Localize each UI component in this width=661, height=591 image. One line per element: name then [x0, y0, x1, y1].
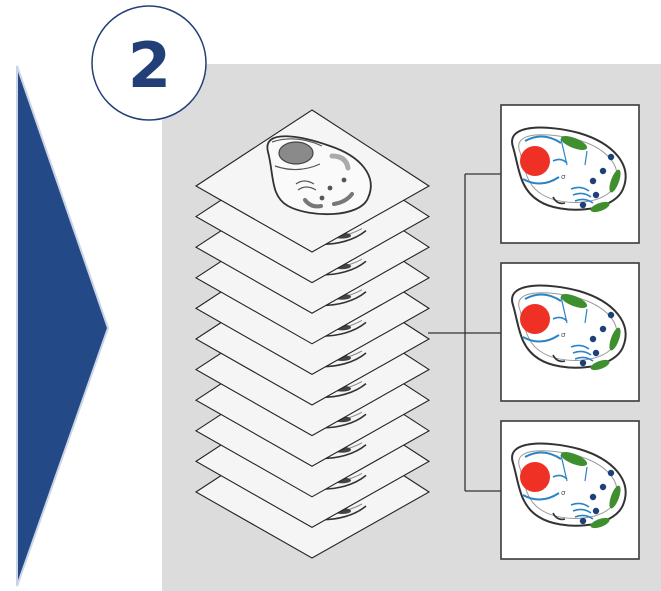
segmented-cell-card: σ [500, 262, 640, 402]
svg-text:σ: σ [561, 489, 566, 497]
svg-text:σ: σ [561, 173, 566, 181]
slice-stack [194, 109, 431, 559]
output-cards: σ σ σ [500, 104, 640, 560]
svg-text:σ: σ [561, 331, 566, 339]
cell-slice-icon [194, 109, 431, 253]
step-number: 2 [127, 28, 172, 102]
connector-lines [428, 173, 501, 492]
segmented-cell-icon: σ [511, 442, 627, 529]
segmented-cell-icon: σ [511, 284, 627, 371]
segmented-cell-card: σ [500, 104, 640, 244]
step-badge [91, 5, 207, 121]
segmented-cell-icon: σ [511, 126, 627, 213]
step-arrow-icon [16, 65, 110, 587]
segmented-cell-card: σ [500, 420, 640, 560]
